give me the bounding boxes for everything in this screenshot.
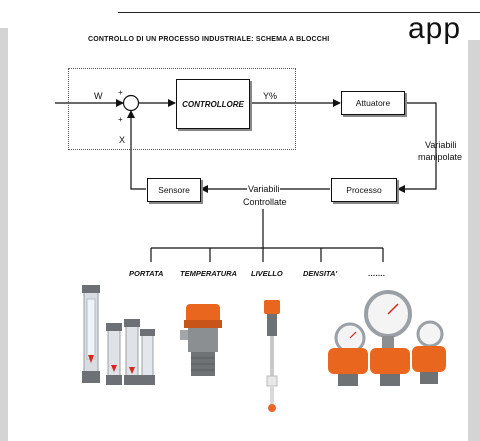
y-label: Y%: [263, 91, 278, 101]
actuator-process-line: [397, 102, 437, 193]
category-portata: PORTATA: [129, 269, 164, 278]
category-more: …….: [368, 269, 386, 278]
left-border: [0, 28, 8, 441]
right-border: [468, 40, 480, 441]
header-overlay-text: app: [408, 12, 462, 45]
header-rule: [118, 12, 480, 13]
category-temperatura: TEMPERATURA: [180, 269, 237, 278]
category-livello: LIVELLO: [251, 269, 283, 278]
flowmeter-icon: [82, 285, 155, 385]
feedback-line: [127, 110, 146, 190]
controlled-label-2: Controllate: [242, 197, 288, 207]
controlled-label-1: Variabili: [247, 184, 281, 194]
diagram-title: CONTROLLO DI UN PROCESSO INDUSTRIALE: SC…: [88, 36, 330, 43]
process-block: Processo: [331, 178, 397, 202]
actuator-block: Attuatore: [341, 91, 405, 115]
x-label: X: [119, 135, 126, 145]
temperature-sensor-icon: [180, 304, 222, 376]
plus-top-label: +: [118, 88, 123, 97]
manipulated-label-1: Variabili: [425, 140, 457, 150]
controller-group-frame: [68, 68, 296, 150]
w-label: W: [94, 91, 103, 101]
category-densita: DENSITA': [303, 269, 338, 278]
pressure-gauge-icon: [328, 290, 446, 386]
sensor-block: Sensore: [147, 178, 201, 202]
plus-bottom-label: +: [118, 115, 123, 124]
level-sensor-icon: [264, 300, 280, 412]
controller-block: CONTROLLORE: [176, 79, 250, 129]
manipulated-label-2: manipolate: [418, 152, 463, 162]
